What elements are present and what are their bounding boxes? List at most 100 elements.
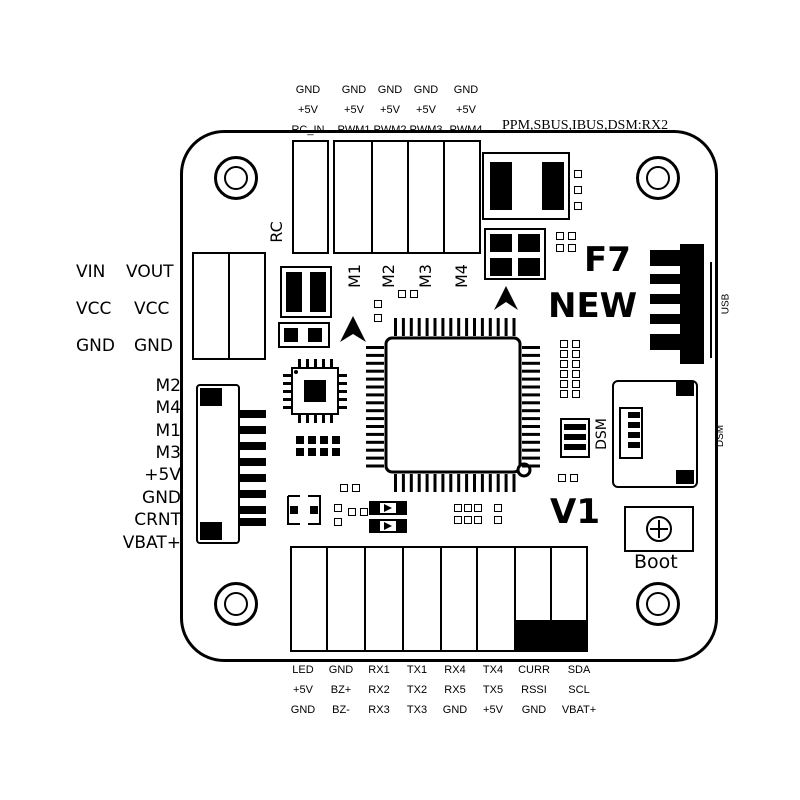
smd-pad [464,504,472,512]
dsm-pads [560,418,590,458]
smd-pad [494,516,502,524]
component-pad [490,234,512,252]
header-pwm3-label: GND +5V PWM3 [406,84,446,136]
esc-label-m1: M1 [155,421,181,441]
mcu-pin [522,440,540,444]
esc-label-m2: M2 [155,376,181,396]
power-label-vout: VOUT [126,262,174,282]
label-line: +5V [456,104,476,116]
pad [572,380,580,388]
component-pad [518,258,540,276]
header-rcin-label: GND +5V RC_IN [288,84,328,136]
power-label-gnd-1: GND [76,336,115,356]
smd-pad [374,300,382,308]
pad [560,350,568,358]
mcu-pin [401,474,405,492]
mcu-pin [522,456,540,460]
orientation-arrow-icon [494,286,518,310]
pwm2-header [371,140,409,254]
smd-pad [474,516,482,524]
usb-pin [650,250,688,266]
mcu-pin [512,318,516,336]
pad [332,448,340,456]
component-pad [308,328,322,342]
component-pad [518,234,540,252]
mcu-pin [425,474,429,492]
component-pad [490,258,512,276]
esc-connector [196,384,240,544]
dsm-pad [564,434,586,440]
mcu-pin [488,318,492,336]
mcu-pin [473,318,476,336]
power-header-right [228,252,266,360]
bottom-header-3 [364,546,404,652]
dsm-label: DSM [593,418,610,450]
large-capacitor [280,266,332,318]
pad [560,390,568,398]
regulator-outline [287,495,321,525]
label-line: TX4 [482,664,504,676]
header-pwm2-label: GND +5V PWM2 [370,84,410,136]
header-fill [514,620,552,652]
mcu-pin [366,401,384,405]
mcu-pin [496,474,500,492]
component-pad [310,272,326,312]
bottom-label-col: RX1 RX2 RX3 [360,664,398,716]
mcu-pin [465,474,469,492]
m3-label: M3 [415,264,435,288]
label-line: GND [328,664,354,676]
rx-protocol-label: PPM,SBUS,IBUS,DSM:RX2 [502,118,669,133]
gyro-chip-outline [283,359,347,423]
bottom-label-col: SDA SCL VBAT+ [556,664,602,716]
bottom-header-8 [550,546,588,652]
mcu-pin [433,474,437,492]
mounting-hole-top-right [636,156,680,200]
label-line: SCL [568,684,590,696]
label-line: TX2 [406,684,428,696]
label-line: VBAT+ [561,704,597,716]
mcu-pin [522,353,540,357]
header-pwm4-label: GND +5V PWM4 [444,84,488,136]
mcu-pin [522,346,540,349]
mcu-pin [409,474,413,492]
smd-pad [568,232,576,240]
mcu-pin [417,318,421,336]
bottom-label-col: TX1 TX2 TX3 [398,664,436,716]
smd-pad [494,504,502,512]
mcu-pin [449,474,453,492]
power-label-vin: VIN [76,262,106,282]
power-label-gnd-2: GND [134,336,173,356]
esc-pin [238,442,266,450]
rc-in-header [292,140,329,254]
mcu-pin [522,409,540,413]
connector-tab [200,522,222,540]
label-line: SDA [567,664,591,676]
mcu-pin [522,432,540,436]
usb-pin [650,274,688,284]
esc-pin [238,458,266,466]
mcu-pin [480,318,484,336]
mcu-pin [512,474,516,492]
power-header-left [192,252,230,360]
pad [560,370,568,378]
mcu-pin [433,318,437,336]
label-line: TX1 [406,664,428,676]
smd-pad [334,504,342,512]
smd-pad [574,186,582,194]
pad [308,448,316,456]
label-line: RX5 [444,684,466,696]
boot-button[interactable] [624,506,694,552]
label-line: +5V [344,104,364,116]
smd-pad [464,516,472,524]
label-line: TX3 [406,704,428,716]
label-line: GND [341,84,367,96]
smd-pad [474,504,482,512]
esc-pin [238,518,266,526]
mcu-pin [366,425,384,428]
pad [320,436,328,444]
label-line: RX2 [368,684,390,696]
mcu-pin [366,385,384,389]
label-line: GND [442,704,468,716]
mcu-pin [457,318,461,336]
mcu-outline [366,318,540,492]
